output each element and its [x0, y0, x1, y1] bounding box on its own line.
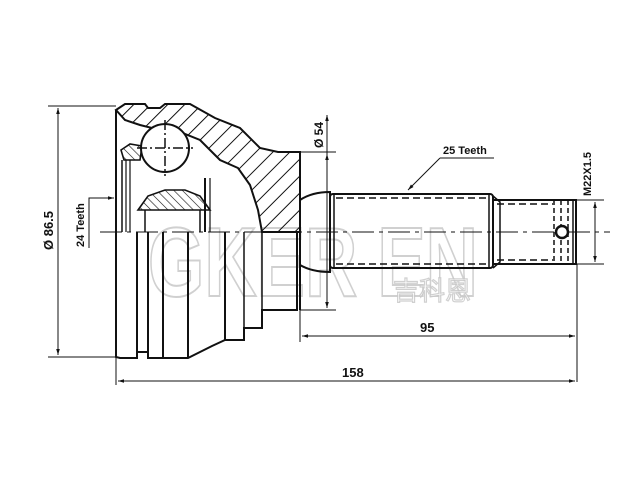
watermark: GKER EN 吉科恩 [147, 206, 479, 318]
bell-housing-outer [115, 110, 298, 359]
cotter-pin-hole [554, 224, 570, 240]
stub-length-label: 95 [420, 320, 434, 335]
threaded-stub [492, 199, 577, 265]
watermark-latin: GKER EN [148, 207, 478, 317]
dim-stub-length: 95 [299, 264, 578, 382]
dim-total-length: 158 [115, 357, 575, 385]
dim-outer-diameter: Ø 86.5 [41, 105, 116, 358]
outer-diameter-label: Ø 86.5 [41, 211, 56, 250]
dim-thread: M22X1.5 [576, 152, 604, 265]
shoulder-diameter-label: Ø 54 [312, 122, 326, 148]
dim-spline-teeth: 25 Teeth [407, 145, 494, 191]
bell-housing-section [114, 103, 301, 233]
inner-teeth-label: 24 Teeth [75, 203, 87, 247]
watermark-chinese: 吉科恩 [393, 277, 471, 307]
spline-teeth-label: 25 Teeth [443, 145, 487, 157]
dim-shoulder-diameter: Ø 54 [300, 115, 336, 311]
total-length-label: 158 [342, 365, 364, 380]
dim-inner-teeth: 24 Teeth [75, 196, 114, 248]
thread-label: M22X1.5 [582, 152, 594, 196]
